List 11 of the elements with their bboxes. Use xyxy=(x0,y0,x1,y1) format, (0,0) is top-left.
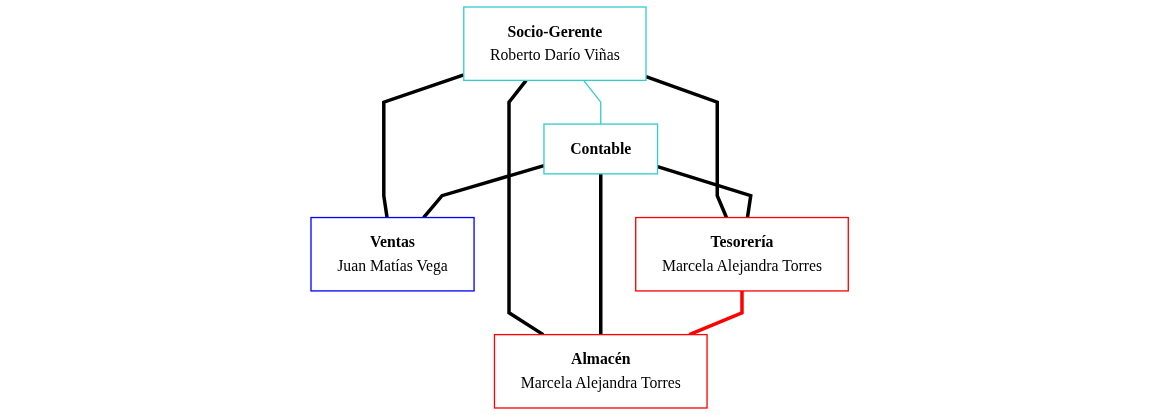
node-box: Almacén Marcela Alejandra Torres xyxy=(494,333,709,409)
connector xyxy=(645,74,729,219)
node-box: Socio-Gerente Roberto Darío Viñas xyxy=(463,6,647,82)
connector xyxy=(382,73,465,218)
node-box: Contable xyxy=(543,123,659,175)
connector xyxy=(657,165,754,218)
connector xyxy=(422,164,545,219)
node-box: Ventas Juan Matías Vega xyxy=(310,216,476,292)
connector xyxy=(583,79,602,125)
connector xyxy=(599,173,603,335)
node-box: Tesorería Marcela Alejandra Torres xyxy=(635,216,850,292)
